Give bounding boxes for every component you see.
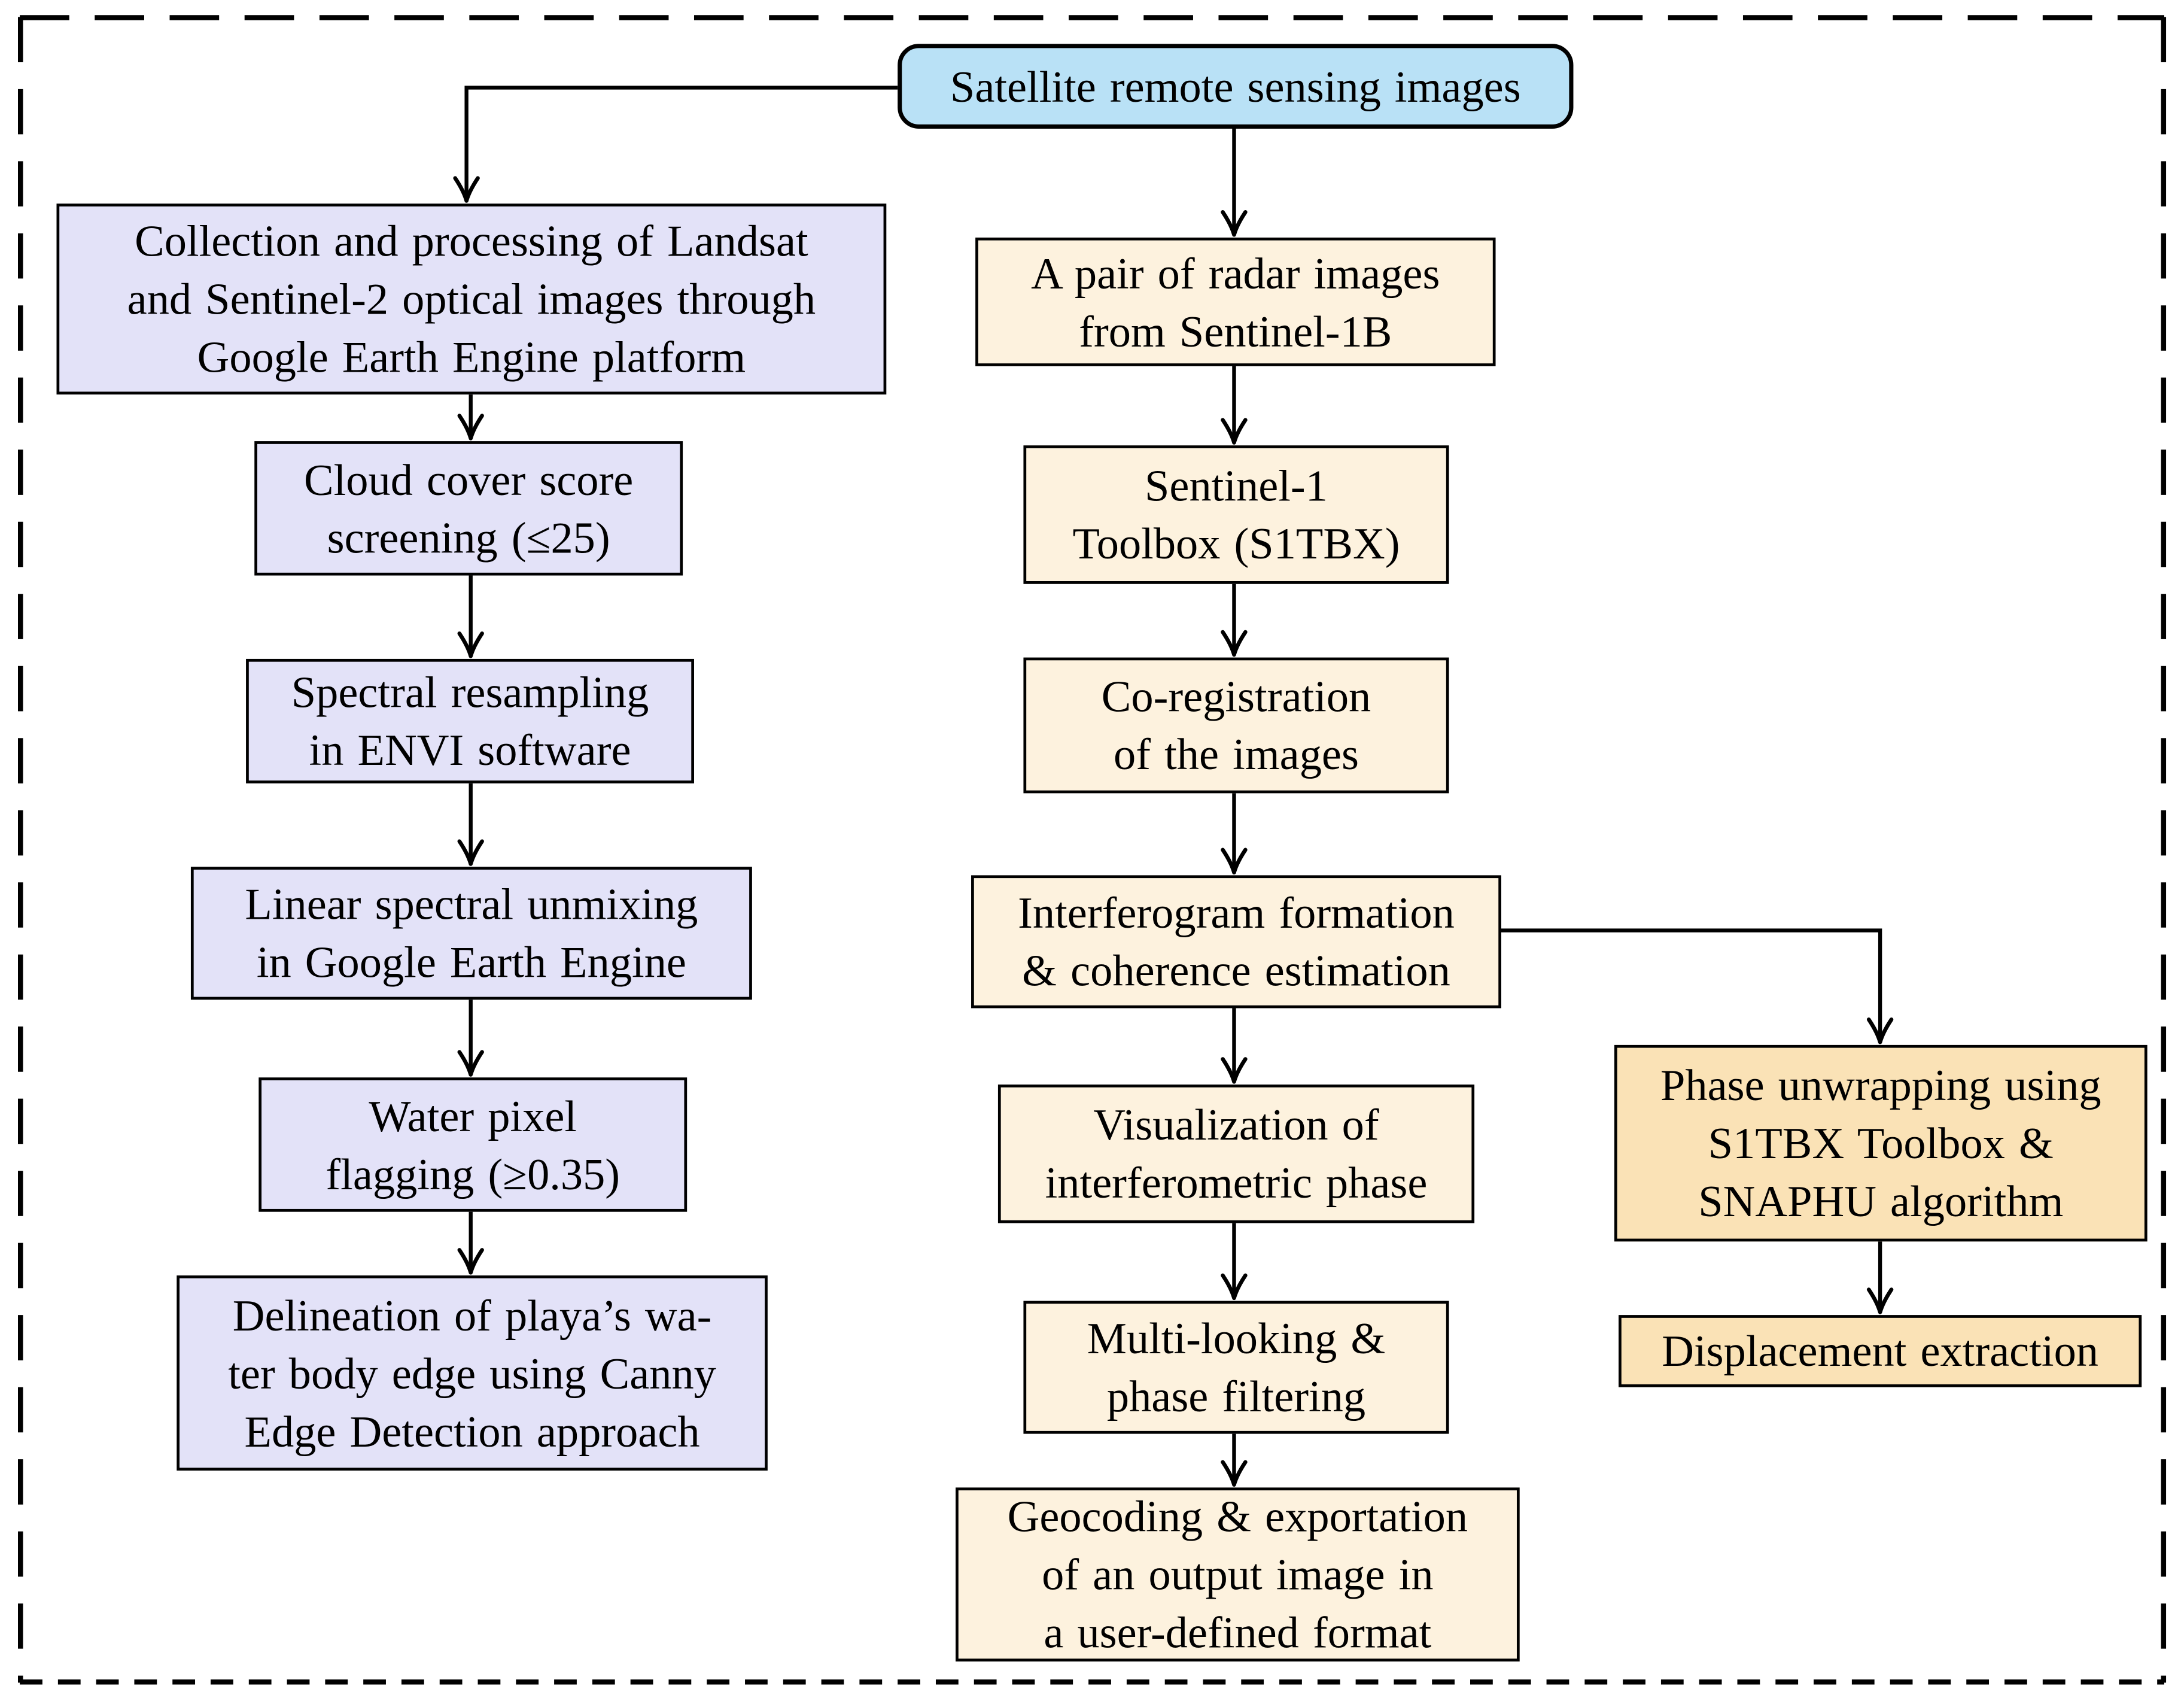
- flow-node-l5-line: Water pixel: [369, 1091, 577, 1141]
- flow-node-l6: Delineation of playa’s wa-ter body edge …: [177, 1275, 768, 1471]
- flow-node-m7-line: Geocoding & exportation: [1007, 1492, 1468, 1542]
- flow-node-r1-line: SNAPHU algorithm: [1698, 1176, 2064, 1226]
- flow-node-m7: Geocoding & exportation of an output imag…: [956, 1487, 1520, 1661]
- flow-node-l3: Spectral resampling in ENVI software: [246, 658, 694, 783]
- flow-node-m7-line: a user-defined format: [1044, 1608, 1432, 1657]
- flow-node-m5-line: Visualization of: [1093, 1100, 1379, 1150]
- flow-node-m3-line: of the images: [1114, 730, 1359, 779]
- flow-node-l2: Cloud cover score screening (≤25): [254, 441, 683, 576]
- flow-node-l2-line: Cloud cover score: [303, 454, 634, 505]
- flow-node-l6-line: ter body edge using Canny: [228, 1348, 716, 1398]
- flow-node-m4-line: & coherence estimation: [1022, 946, 1450, 996]
- flow-node-l6-line: Edge Detection approach: [244, 1406, 700, 1456]
- flow-node-m4: Interferogram formation & coherence estim…: [971, 875, 1501, 1009]
- flow-node-m3: Co-registration of the images: [1023, 657, 1449, 794]
- flow-node-root-line: Satellite remote sensing images: [950, 61, 1521, 111]
- flow-node-r2-line: Displacement extraction: [1662, 1326, 2099, 1376]
- flow-node-m6-line: Multi-looking &: [1087, 1313, 1386, 1363]
- flow-node-m5: Visualization of interferometric phase: [997, 1085, 1475, 1223]
- flow-node-l3-line: in ENVI software: [309, 725, 631, 775]
- arrow-root-to-l1: [453, 86, 898, 203]
- flow-node-m2-line: Sentinel-1: [1145, 461, 1328, 511]
- dashed-border: [18, 15, 2167, 1685]
- flow-node-l1: Collection and processing of Landsat and …: [56, 203, 887, 395]
- flow-node-m1: A pair of radar images from Sentinel-1B: [975, 237, 1496, 366]
- flow-node-l1-line: and Sentinel-2 optical images through: [127, 274, 816, 324]
- flow-node-root: Satellite remote sensing images: [898, 44, 1574, 129]
- flow-node-l1-line: Google Earth Engine platform: [197, 332, 746, 382]
- flow-node-m2-line: Toolbox (S1TBX): [1072, 519, 1400, 569]
- flow-node-m3-line: Co-registration: [1101, 672, 1371, 721]
- flow-node-l2-line: screening (≤25): [327, 512, 610, 563]
- flow-node-m5-line: interferometric phase: [1045, 1158, 1428, 1208]
- flow-node-r2: Displacement extraction: [1619, 1315, 2142, 1387]
- flow-node-l3-line: Spectral resampling: [291, 667, 649, 717]
- flow-node-l5: Water pixel flagging (≥0.35): [258, 1077, 688, 1212]
- flow-node-m1-line: A pair of radar images: [1031, 248, 1440, 298]
- flow-node-l4-line: Linear spectral unmixing: [245, 879, 698, 930]
- flow-node-l5-line: flagging (≥0.35): [326, 1149, 620, 1199]
- flow-node-l4: Linear spectral unmixing in Google Earth …: [190, 867, 752, 1000]
- flow-node-m7-line: of an output image in: [1042, 1550, 1434, 1599]
- flow-node-m6: Multi-looking & phase filtering: [1023, 1301, 1449, 1434]
- flow-node-l1-line: Collection and processing of Landsat: [135, 216, 808, 266]
- flow-node-m1-line: from Sentinel-1B: [1079, 306, 1392, 356]
- flow-node-l6-line: Delineation of playa’s wa-: [232, 1290, 712, 1340]
- flow-node-l4-line: in Google Earth Engine: [256, 937, 686, 988]
- flow-node-r1-line: S1TBX Toolbox &: [1708, 1118, 2054, 1168]
- flow-node-m4-line: Interferogram formation: [1018, 888, 1455, 938]
- arrow-m4-to-r1: [1501, 928, 1894, 1044]
- flow-node-m6-line: phase filtering: [1106, 1371, 1366, 1421]
- flow-node-r1-line: Phase unwrapping using: [1660, 1060, 2101, 1110]
